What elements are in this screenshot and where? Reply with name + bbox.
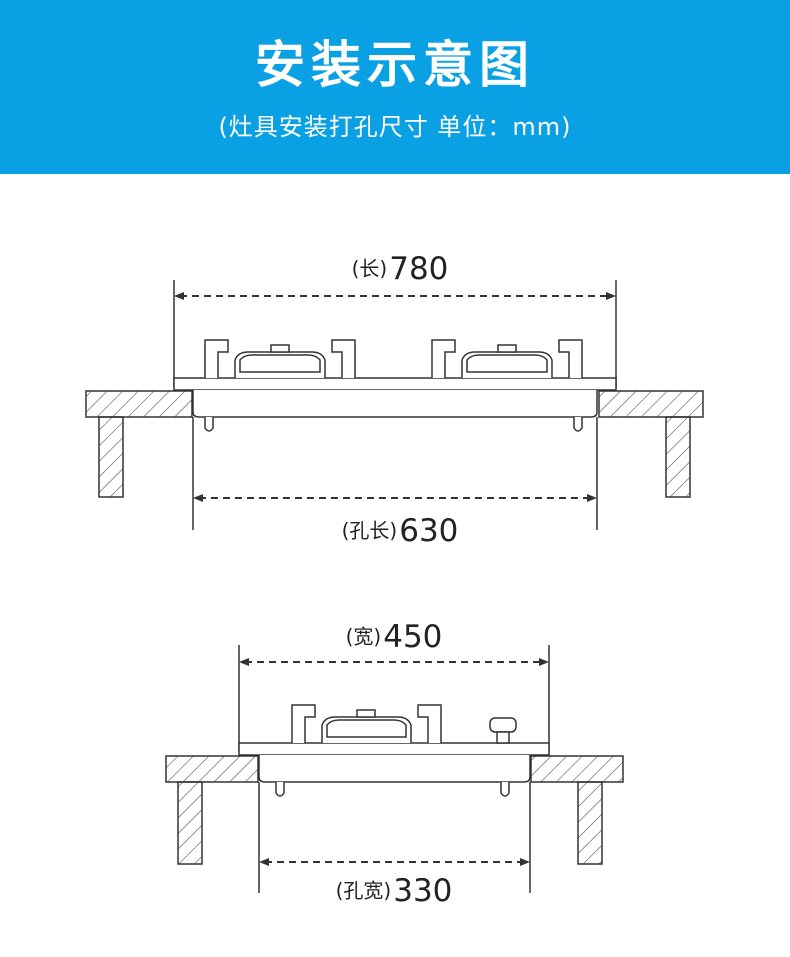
length-value: 780 (389, 250, 449, 287)
width-prefix: (宽) (345, 624, 382, 649)
hole-width-label: (孔宽)330 (294, 872, 494, 909)
countertop-left-2 (165, 755, 259, 783)
width-value: 450 (383, 618, 443, 655)
cooktop-foot-right (573, 417, 583, 432)
burner-side (291, 704, 442, 743)
page-subtitle: (灶具安装打孔尺寸 单位：mm) (218, 113, 572, 141)
page-title: 安装示意图 (255, 36, 535, 94)
hole-length-value: 630 (399, 512, 459, 549)
cabinet-leg-left (98, 416, 124, 498)
hole-length-label: (孔长)630 (300, 512, 500, 549)
countertop-right-2 (530, 755, 624, 783)
countertop-right (598, 390, 704, 418)
width-view (165, 645, 624, 893)
length-view (85, 280, 704, 530)
cooktop-foot-right-2 (500, 782, 510, 797)
cooktop-foot-left-2 (275, 782, 285, 797)
hole-width-prefix: (孔宽) (335, 878, 392, 903)
hole-width-value: 330 (393, 872, 453, 909)
length-label: (长)780 (300, 250, 500, 287)
cabinet-leg-right-2 (577, 781, 603, 865)
burner-right (431, 339, 583, 378)
length-prefix: (长) (351, 256, 388, 281)
control-knob (489, 717, 517, 744)
width-dimension-line (238, 645, 550, 752)
cabinet-leg-right (665, 416, 691, 498)
hole-length-prefix: (孔长) (341, 518, 398, 543)
header-banner: 安装示意图 (灶具安装打孔尺寸 单位：mm) (0, 0, 790, 174)
cooktop-foot-left (204, 417, 214, 432)
cabinet-leg-left-2 (177, 781, 203, 865)
width-label: (宽)450 (294, 618, 494, 655)
length-dimension-line (173, 280, 617, 388)
hole-width-dimension-line (258, 782, 531, 893)
hole-length-dimension-line (192, 417, 598, 530)
burner-left (204, 339, 356, 378)
cooktop-panel-2 (238, 742, 550, 756)
cooktop-panel (173, 377, 617, 391)
cooktop-body-2 (258, 755, 531, 783)
countertop-left (85, 390, 193, 418)
cooktop-body (192, 390, 598, 418)
